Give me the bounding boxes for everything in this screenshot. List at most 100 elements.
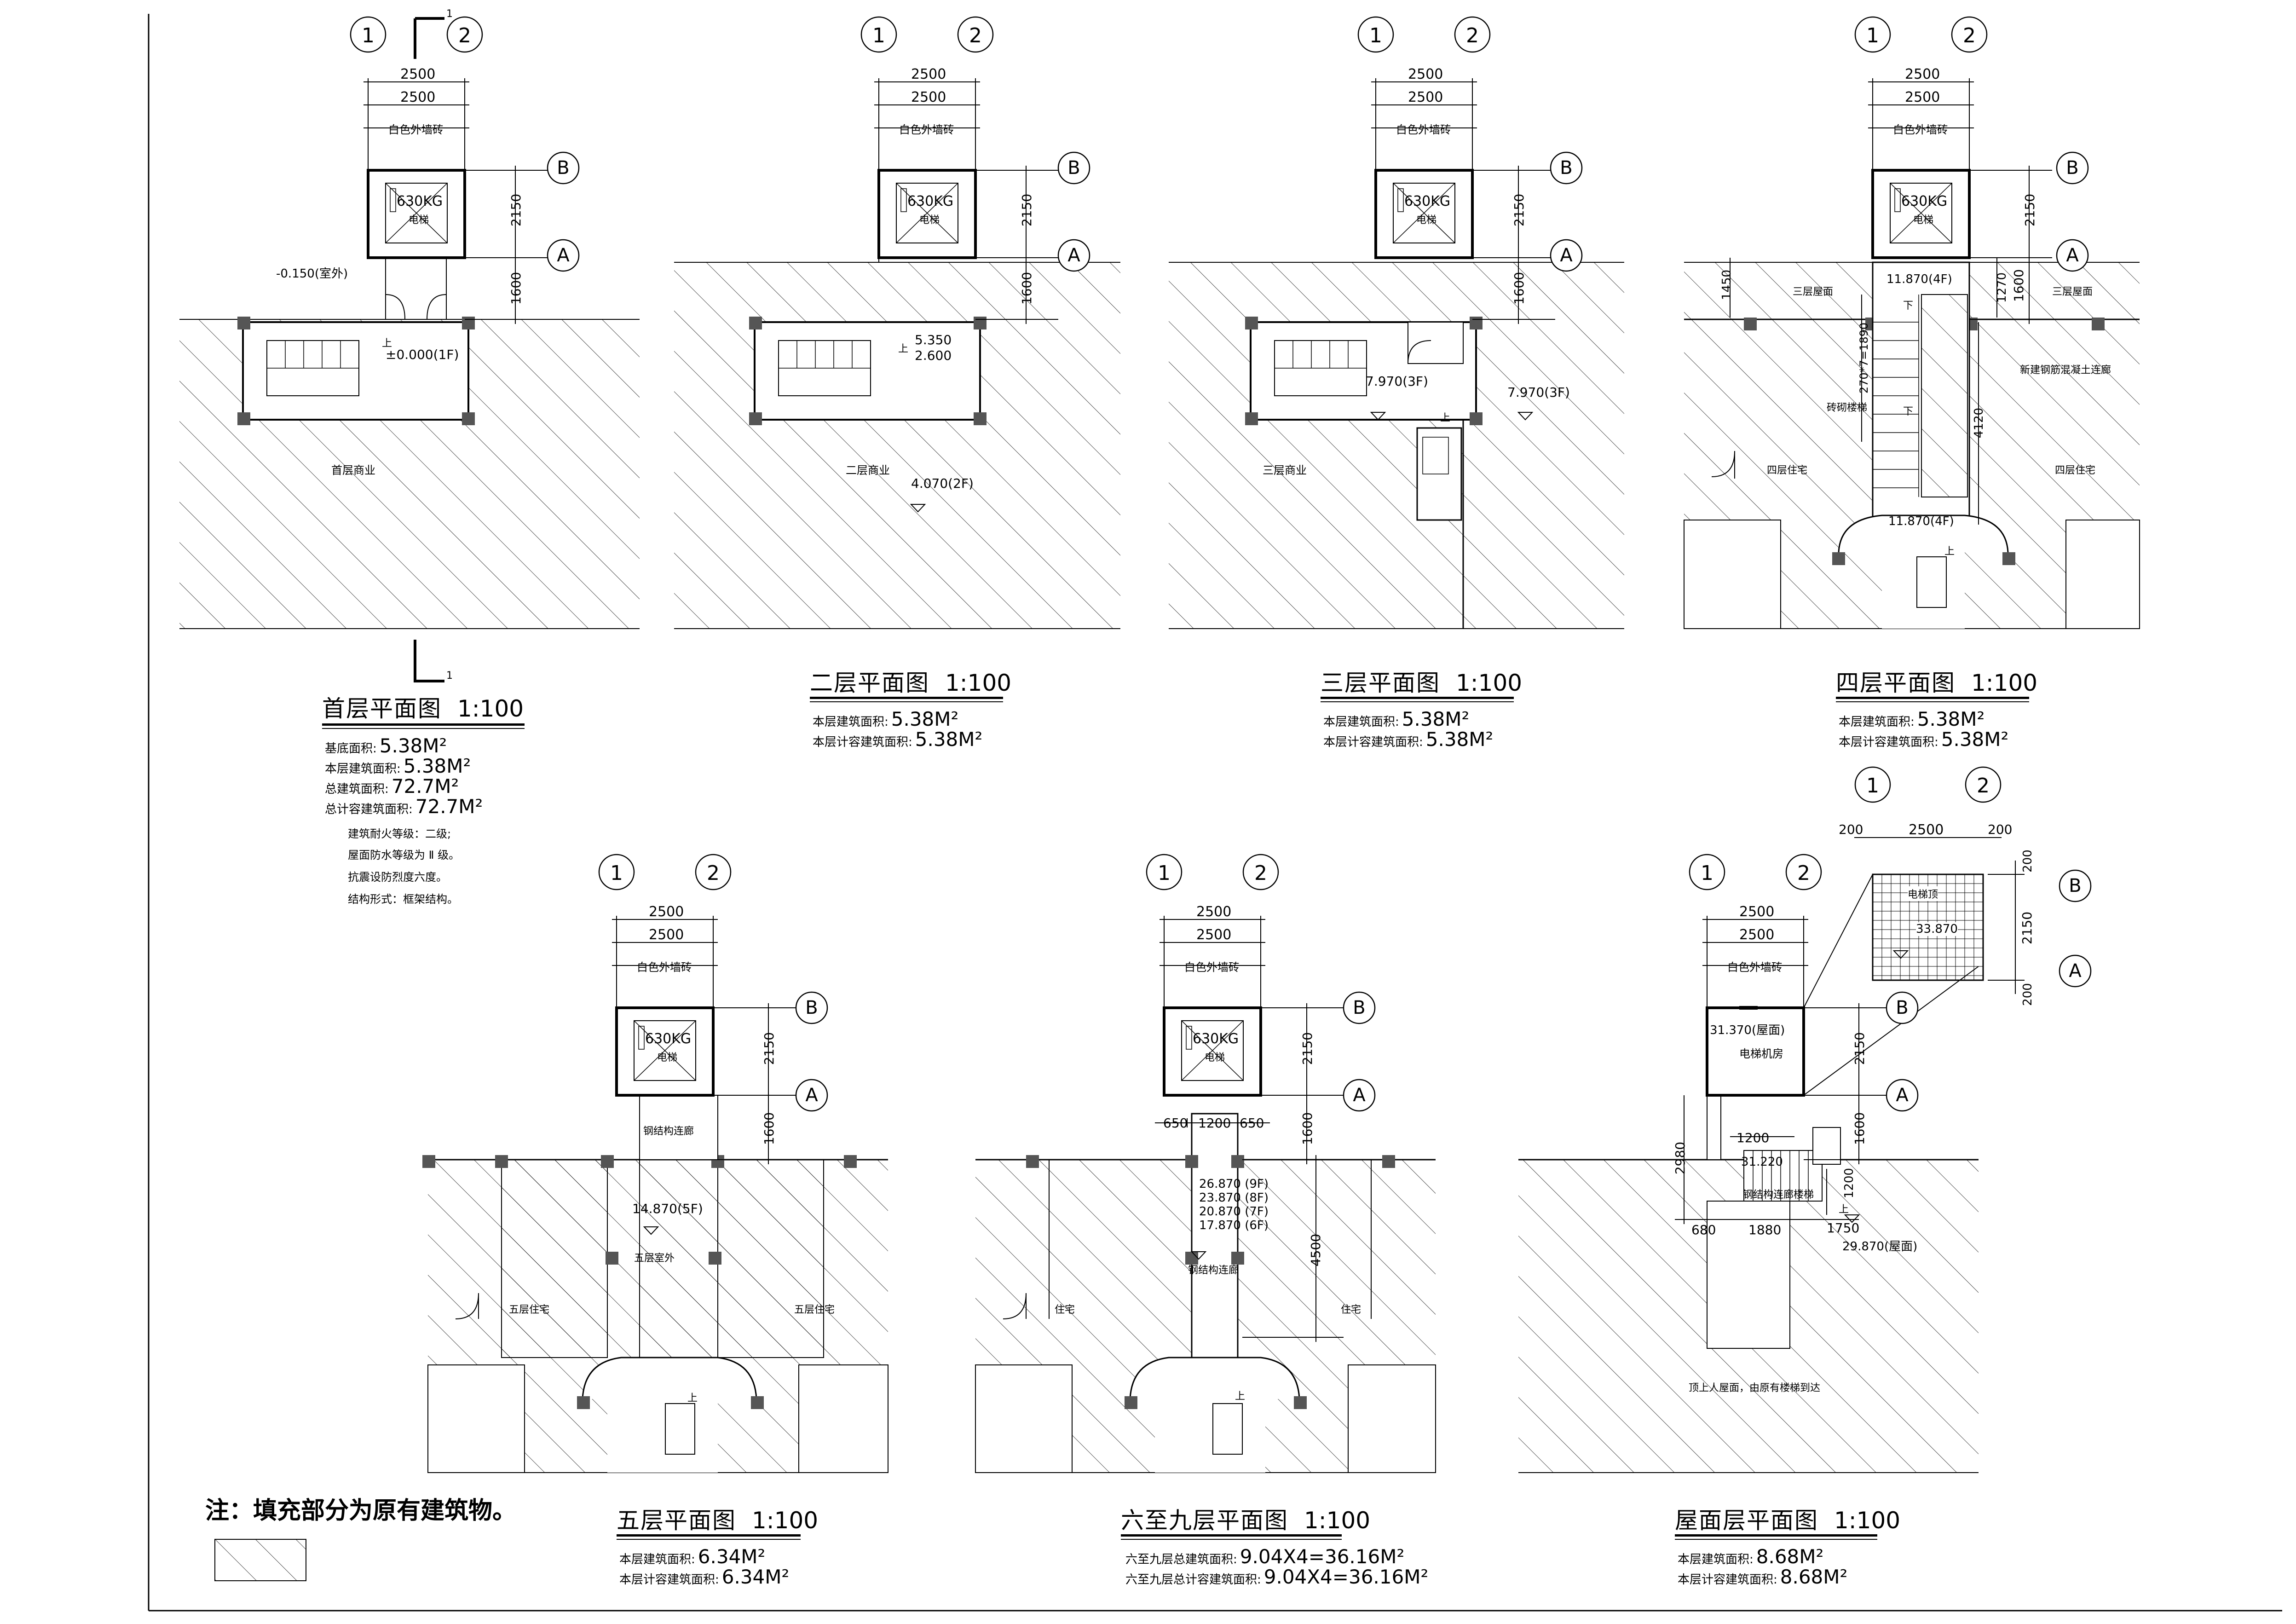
p6-stat-1: 六至九层总计容建筑面积:9.04X4=36.16M²: [1125, 1566, 1429, 1588]
p2-axis-A: A: [1067, 245, 1080, 266]
p1-level-out: -0.150(室外): [276, 267, 348, 281]
p2-stat-1: 本层计容建筑面积:5.38M²: [813, 730, 982, 750]
title-plan-7-name: 屋面层平面图: [1675, 1507, 1818, 1534]
p2-level: 4.070(2F): [911, 476, 974, 491]
title-plan-2-scale: 1:100: [945, 670, 1012, 696]
title-plan-3-scale: 1:100: [1456, 670, 1523, 696]
p2-up: 上: [898, 343, 909, 355]
p1-stat-1-value: 5.38M²: [403, 755, 471, 777]
p4-down-a: 下: [1903, 300, 1914, 312]
p2-stat-0-label: 本层建筑面积:: [813, 715, 888, 729]
p2-stat-1-label: 本层计容建筑面积:: [813, 735, 912, 749]
p5-stat-0: 本层建筑面积:6.34M²: [619, 1547, 765, 1567]
p4-up: 上: [1944, 546, 1955, 557]
p6-up: 上: [1235, 1391, 1246, 1402]
title-plan-1: 首层平面图 1:100: [322, 690, 524, 723]
inset-room: 电梯顶: [1908, 886, 1938, 901]
inset-level: 33.870: [1916, 922, 1958, 936]
p6-axis-B: B: [1353, 997, 1366, 1018]
p7-level-29: 29.870(屋面): [1842, 1240, 1918, 1254]
p7-dim-1600: 1600: [1852, 1112, 1868, 1145]
p4-dim-2500-a: 2500: [1905, 66, 1940, 82]
p7-stat-1-value: 8.68M²: [1780, 1566, 1848, 1588]
p2-axis-2: 2: [969, 24, 982, 47]
p1-dim-2500-a: 2500: [400, 66, 436, 82]
p1-axis-A: A: [557, 245, 570, 266]
p6-dim-2500-b: 2500: [1196, 927, 1232, 943]
p7-stair: 钢结构连廊楼梯: [1743, 1189, 1814, 1201]
p3-up: 上: [1440, 412, 1451, 424]
p7-axis-1: 1: [1701, 861, 1713, 885]
p5-axis-B: B: [805, 997, 818, 1018]
p5-corridor: 钢结构连廊: [643, 1126, 694, 1137]
p6-dim-650-l: 650: [1163, 1115, 1188, 1131]
p4-stat-1-value: 5.38M²: [1941, 728, 2009, 751]
p6-axis-2: 2: [1254, 861, 1267, 885]
p3-axis-A: A: [1560, 245, 1573, 266]
p1-stat-2-label: 总建筑面积:: [325, 782, 389, 796]
p4-stair: 砖砌楼梯: [1827, 402, 1868, 414]
p3-wall-label: 白色外墙砖: [1396, 123, 1451, 136]
p6-level-7: 20.870 (7F): [1199, 1205, 1269, 1219]
p6-lift-label: 电梯: [1205, 1052, 1225, 1063]
legend-note: 注：填充部分为原有建筑物。: [205, 1497, 517, 1525]
p6-axis-1: 1: [1158, 861, 1171, 885]
title-plan-1-scale: 1:100: [457, 695, 524, 722]
p2-dim-2500-b: 2500: [911, 89, 946, 105]
p1-up: 上: [382, 338, 392, 349]
p6-stat-1-value: 9.04X4=36.16M²: [1263, 1566, 1429, 1588]
p3-level-b: 7.970(3F): [1507, 385, 1570, 400]
p6-lift-capacity: 630KG: [1193, 1031, 1239, 1047]
p7-stat-0: 本层建筑面积:8.68M²: [1678, 1547, 1823, 1567]
p1-stat-0-value: 5.38M²: [379, 734, 447, 757]
p7-axis-A: A: [1896, 1085, 1909, 1106]
p4-axis-2: 2: [1963, 24, 1976, 47]
p6-wall-label: 白色外墙砖: [1184, 961, 1240, 974]
p3-axis-B: B: [1560, 157, 1573, 179]
p5-up: 上: [687, 1393, 698, 1404]
p5-stat-1-value: 6.34M²: [721, 1566, 790, 1588]
p6-room-r: 住宅: [1341, 1304, 1361, 1316]
p1-wall-label: 白色外墙砖: [388, 123, 444, 136]
p1-lift-capacity: 630KG: [397, 193, 443, 209]
p2-lift-capacity: 630KG: [907, 193, 954, 209]
p3-room: 三层商业: [1263, 464, 1307, 477]
p1-note-0: 建筑耐火等级：二级;: [348, 827, 451, 840]
p6-dim-1200: 1200: [1198, 1115, 1231, 1131]
title-plan-1-underline: [322, 723, 525, 726]
title-plan-6-underline-2: [1121, 1539, 1342, 1540]
inset-dim-200-a: 200: [1839, 822, 1863, 837]
p7-dim-1750: 1750: [1827, 1220, 1860, 1236]
p4-stat-0-label: 本层建筑面积:: [1839, 715, 1915, 729]
title-plan-1-name: 首层平面图: [322, 695, 442, 722]
title-plan-2-underline-2: [810, 701, 1003, 702]
p4-roof3-l: 三层屋面: [1793, 286, 1834, 298]
title-plan-2: 二层平面图 1:100: [810, 665, 1011, 698]
p7-dim-2150: 2150: [1852, 1032, 1868, 1065]
p5-level: 14.870(5F): [632, 1201, 703, 1216]
p3-dim-2500-a: 2500: [1408, 66, 1443, 82]
p4-stat-0: 本层建筑面积:5.38M²: [1839, 710, 1984, 730]
p5-lift-capacity: 630KG: [645, 1031, 692, 1047]
p4-stat-1-label: 本层计容建筑面积:: [1839, 735, 1938, 749]
p7-level-31: 31.220: [1741, 1155, 1783, 1169]
title-plan-7-scale: 1:100: [1834, 1507, 1901, 1534]
p1-stat-2-value: 72.7M²: [391, 775, 459, 798]
p1-stat-3-value: 72.7M²: [415, 795, 483, 818]
p2-dim-2500-a: 2500: [911, 66, 946, 82]
p7-roof-level: 31.370(屋面): [1710, 1023, 1785, 1037]
p6-dim-650-r: 650: [1240, 1115, 1264, 1131]
p1-axis-2: 2: [458, 24, 471, 47]
p4-wall-label: 白色外墙砖: [1893, 123, 1948, 136]
p1-note-2: 抗震设防烈度六度。: [348, 871, 447, 884]
title-plan-2-name: 二层平面图: [810, 670, 929, 696]
